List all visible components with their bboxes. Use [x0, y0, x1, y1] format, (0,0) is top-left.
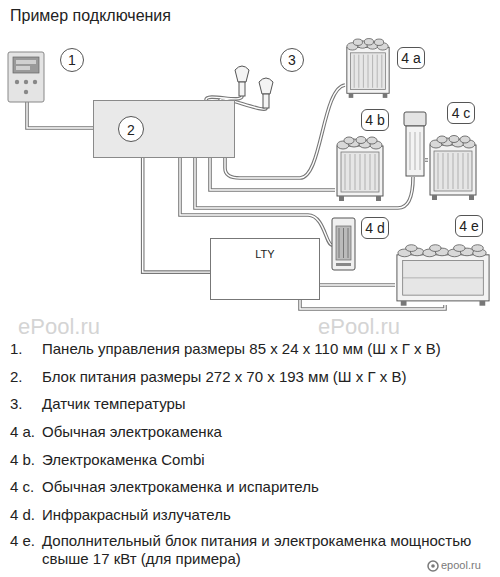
heaters [337, 39, 489, 306]
node-text: 3 [288, 52, 296, 68]
diagram-title: Пример подключения [10, 7, 171, 25]
cable-connector [143, 158, 210, 272]
node-text: LTY [255, 248, 274, 261]
node-text: 2 [118, 116, 144, 142]
callout-number: 3 [280, 48, 304, 72]
list-text: Блок питания размеры 272 x 70 x 193 мм (… [42, 368, 494, 386]
callout-number: 1 [60, 48, 84, 72]
power-unit: 2 [93, 100, 235, 158]
watermark: ePool.ru [318, 314, 400, 340]
list-text: Инфракрасный излучатель [42, 506, 494, 524]
node-text: 4 d [365, 220, 384, 236]
watermark: ePool.ru [18, 314, 100, 340]
list-text: Обычная электрокаменка и испаритель [42, 478, 494, 496]
list-number: 4 a. [10, 423, 35, 441]
logo-icon [428, 561, 438, 571]
callout-number: 4 e [455, 215, 483, 237]
cables [27, 85, 445, 309]
list-number: 4 b. [10, 451, 35, 469]
temperature-sensors [235, 66, 273, 108]
vaporizer [404, 112, 426, 176]
control-panel [8, 52, 44, 102]
list-number: 4 c. [10, 478, 34, 496]
node-text: 1 [68, 52, 76, 68]
node-text: 4 e [459, 218, 478, 234]
node-text: 4 c [452, 105, 471, 121]
list-number: 4 d. [10, 506, 35, 524]
list-text: Дополнительный блок питания и электрокам… [42, 532, 494, 568]
logo-text: epool.ru [441, 559, 481, 572]
list-number: 4 e. [10, 532, 35, 550]
callout-number: 4 a [397, 47, 425, 69]
list-number: 1. [10, 340, 23, 358]
infrared-emitter [332, 218, 355, 270]
list-text: Электрокаменка Combi [42, 451, 494, 469]
power-unit-extra: LTY [210, 238, 320, 300]
callout-number: 4 b [361, 109, 389, 131]
list-text: Панель управления размеры 85 x 24 x 110 … [42, 340, 494, 358]
list-text: Датчик температуры [42, 395, 494, 413]
list-number: 3. [10, 395, 23, 413]
list-number: 2. [10, 368, 23, 386]
node-text: 4 b [365, 112, 384, 128]
callout-number: 4 c [447, 102, 475, 124]
callout-number: 4 d [361, 217, 389, 239]
node-text: 4 a [401, 50, 420, 66]
cable-core [143, 158, 210, 272]
list-text: Обычная электрокаменка [42, 423, 494, 441]
